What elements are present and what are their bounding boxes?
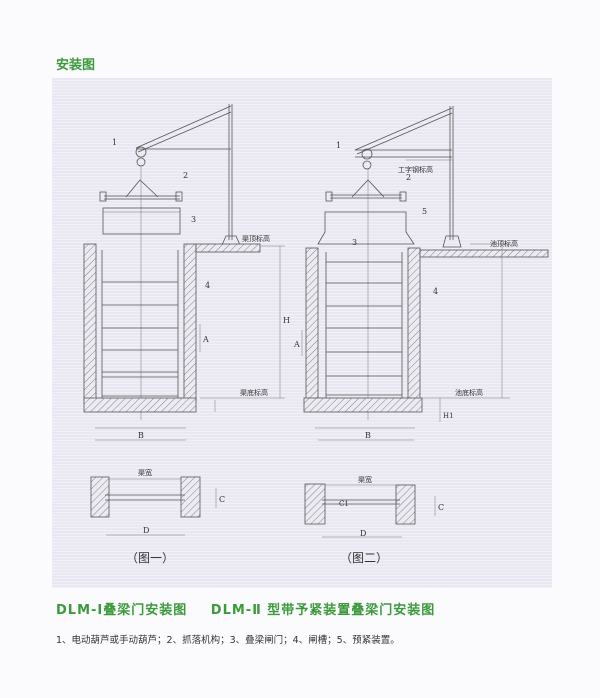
fig1-dim-C: C — [219, 495, 225, 504]
fig2-dim-H1: H1 — [443, 412, 454, 420]
fig2-callout-2: 2 — [406, 173, 411, 182]
fig2-dim-C1: C1 — [339, 500, 349, 508]
fig2-label: （图二） — [340, 551, 388, 565]
page-title: 安装图 — [56, 58, 96, 73]
fig2-beam-level-label: 工字钢标高 — [398, 165, 433, 174]
fig1-callout-1: 1 — [112, 138, 117, 147]
fig2-callout-1: 1 — [336, 141, 341, 150]
component-legend: 1、电动葫芦或手动葫芦；2、抓落机构；3、叠梁闸门；4、闸槽；5、预紧装置。 — [56, 635, 400, 646]
figure-caption: DLM-Ⅰ叠梁门安装图 DLM-Ⅱ 型带予紧装置叠梁门安装图 — [56, 599, 453, 618]
figure2-elevation — [301, 106, 549, 441]
fig1-callout-2: 2 — [183, 171, 188, 180]
fig2-callout-3: 3 — [352, 238, 357, 247]
fig1-bottom-level-label: 渠底标高 — [240, 388, 268, 397]
fig2-dim-D: D — [360, 529, 366, 538]
fig1-callout-4: 4 — [205, 281, 210, 290]
fig1-dim-D: D — [143, 526, 149, 535]
figure1-plan — [90, 476, 217, 536]
fig2-callout-5: 5 — [422, 207, 427, 216]
fig1-callout-3: 3 — [191, 215, 196, 224]
fig2-bottom-level-label: 池底标高 — [455, 388, 483, 397]
fig2-dim-C: C — [438, 503, 444, 512]
fig1-plan-width-label: 渠宽 — [138, 468, 152, 477]
caption-dlm1: DLM-Ⅰ叠梁门安装图 — [56, 603, 188, 618]
caption-dlm2: DLM-Ⅱ 型带予紧装置叠梁门安装图 — [210, 603, 436, 618]
fig2-callout-4: 4 — [433, 287, 438, 296]
fig1-top-level-label: 渠顶标高 — [242, 234, 270, 243]
fig2-dim-A: A — [293, 340, 300, 349]
fig2-plan-width-label: 渠宽 — [358, 475, 372, 484]
fig1-label: （图一） — [126, 551, 174, 565]
fig2-top-level-label: 池顶标高 — [490, 239, 518, 248]
fig1-dim-A: A — [202, 335, 209, 344]
fig1-dim-H: H — [283, 316, 290, 325]
figure2-plan — [304, 483, 436, 538]
figure1-elevation — [83, 104, 285, 441]
fig1-dim-B: B — [138, 431, 144, 440]
fig2-dim-B: B — [365, 431, 371, 440]
